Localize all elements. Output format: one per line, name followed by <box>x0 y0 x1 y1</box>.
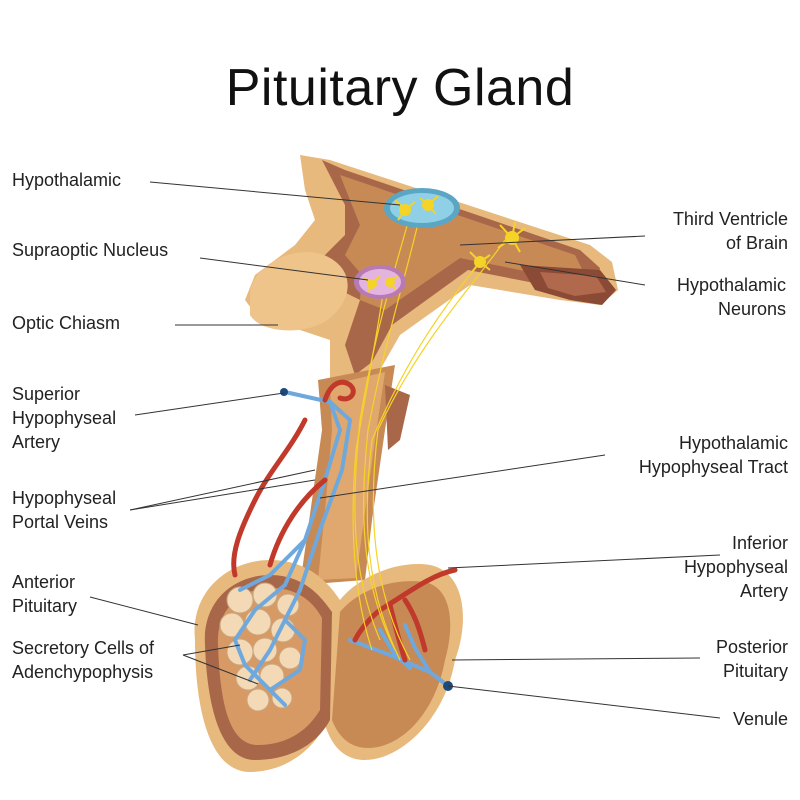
label-text: Hypothalamic <box>12 170 122 190</box>
label-line: Hypophyseal Tract <box>638 457 788 477</box>
infundibulum-stalk <box>300 365 410 585</box>
label-line: Secretory Cells of <box>12 638 155 658</box>
label-line: Hypophyseal <box>12 488 117 508</box>
label-line: Hypothalamic <box>678 433 788 453</box>
supraoptic-nucleus <box>354 265 406 299</box>
label-optic-chiasm: Optic Chiasm <box>12 311 120 335</box>
label-line: Portal Veins <box>12 512 109 532</box>
label-line: Inferior <box>731 533 788 553</box>
label-line: of Brain <box>725 233 788 253</box>
label-line: Third Ventricle <box>672 209 788 229</box>
label-line: Artery <box>12 432 61 452</box>
label-line: Artery <box>739 581 788 601</box>
label-posterior-pituitary: Posterior Pituitary <box>716 635 788 683</box>
label-line: Superior <box>12 384 81 404</box>
hypothalamic-nucleus <box>384 188 460 228</box>
label-hypothalamic: Hypothalamic <box>12 168 121 192</box>
label-third-ventricle: Third Ventricle of Brain <box>673 207 788 255</box>
label-venule: Venule <box>733 707 788 731</box>
leader-lines <box>89 181 721 719</box>
label-line: Hypophyseal <box>12 408 117 428</box>
label-line: Neurons <box>717 299 786 319</box>
label-hypophyseal-portal-veins: Hypophyseal Portal Veins <box>12 486 116 534</box>
arteries <box>231 379 458 663</box>
label-secretory-cells: Secretory Cells of Adenchypophysis <box>12 636 154 684</box>
label-supraoptic-nucleus: Supraoptic Nucleus <box>12 238 168 262</box>
hypothalamic-neurons <box>469 221 526 273</box>
label-line: Hypophyseal <box>683 557 788 577</box>
label-line: Adenchypophysis <box>12 662 154 682</box>
label-text: Supraoptic Nucleus <box>12 240 169 260</box>
label-superior-hypophyseal-artery: Superior Hypophyseal Artery <box>12 382 116 454</box>
secretory-cells <box>219 582 302 712</box>
label-line: Hypothalamic <box>676 275 786 295</box>
label-line: Posterior <box>715 637 788 657</box>
label-inferior-hypophyseal-artery: Inferior Hypophyseal Artery <box>684 531 788 603</box>
page-title: Pituitary Gland <box>225 59 575 117</box>
label-line: Anterior <box>12 572 76 592</box>
label-line: Pituitary <box>722 661 788 681</box>
label-anterior-pituitary: Anterior Pituitary <box>12 570 77 618</box>
label-text: Venule <box>732 709 788 729</box>
label-hypothalamic-tract: Hypothalamic Hypophyseal Tract <box>639 431 788 479</box>
label-hypothalamic-neurons: Hypothalamic Neurons <box>677 273 786 321</box>
portal-veins <box>233 390 450 707</box>
label-line: Pituitary <box>12 596 78 616</box>
label-text: Optic Chiasm <box>12 313 121 333</box>
